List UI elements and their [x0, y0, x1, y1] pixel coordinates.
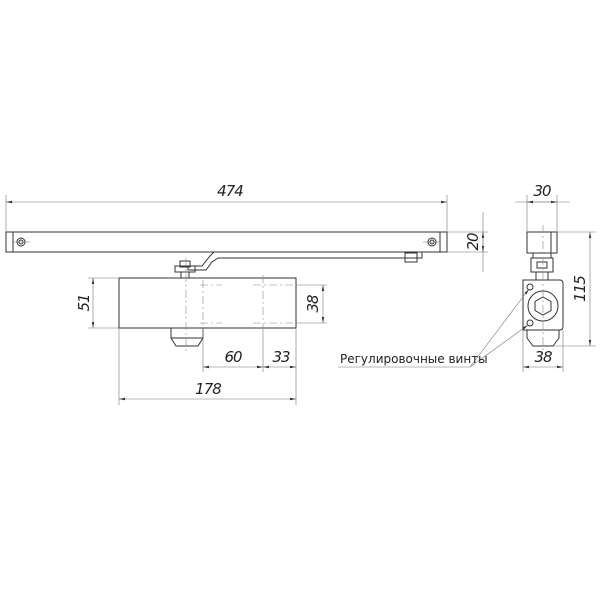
dimension-20: 20: [447, 212, 488, 272]
dimension-38-vertical: 38: [296, 284, 327, 324]
closer-body: [118, 258, 297, 354]
dimension-51: 51: [75, 277, 119, 329]
dim-33-label: 33: [272, 348, 290, 366]
dim-474-label: 474: [217, 182, 243, 200]
dimension-474: 474: [5, 182, 448, 232]
adjustment-screws-callout: Регулировочные винты: [338, 288, 530, 368]
dimension-38-side: 38: [522, 330, 564, 372]
dim-38-label: 38: [304, 295, 322, 313]
dim-20-label: 20: [464, 233, 482, 251]
adjustment-screws-label: Регулировочные винты: [340, 352, 488, 366]
dim-51-label: 51: [75, 294, 93, 311]
dimension-178: 178: [118, 328, 296, 405]
dim-38-side-label: 38: [534, 348, 552, 366]
dim-60-label: 60: [224, 348, 242, 366]
slide-rail: [5, 231, 448, 253]
arm: [174, 251, 423, 279]
dim-30-label: 30: [533, 182, 551, 200]
dimension-60-33: 60 33: [202, 328, 297, 405]
dim-178-label: 178: [195, 380, 221, 398]
dim-115-label: 115: [571, 276, 589, 302]
dimension-115: 115: [553, 231, 596, 347]
dimension-30: 30: [515, 182, 570, 232]
side-view: [522, 225, 564, 352]
